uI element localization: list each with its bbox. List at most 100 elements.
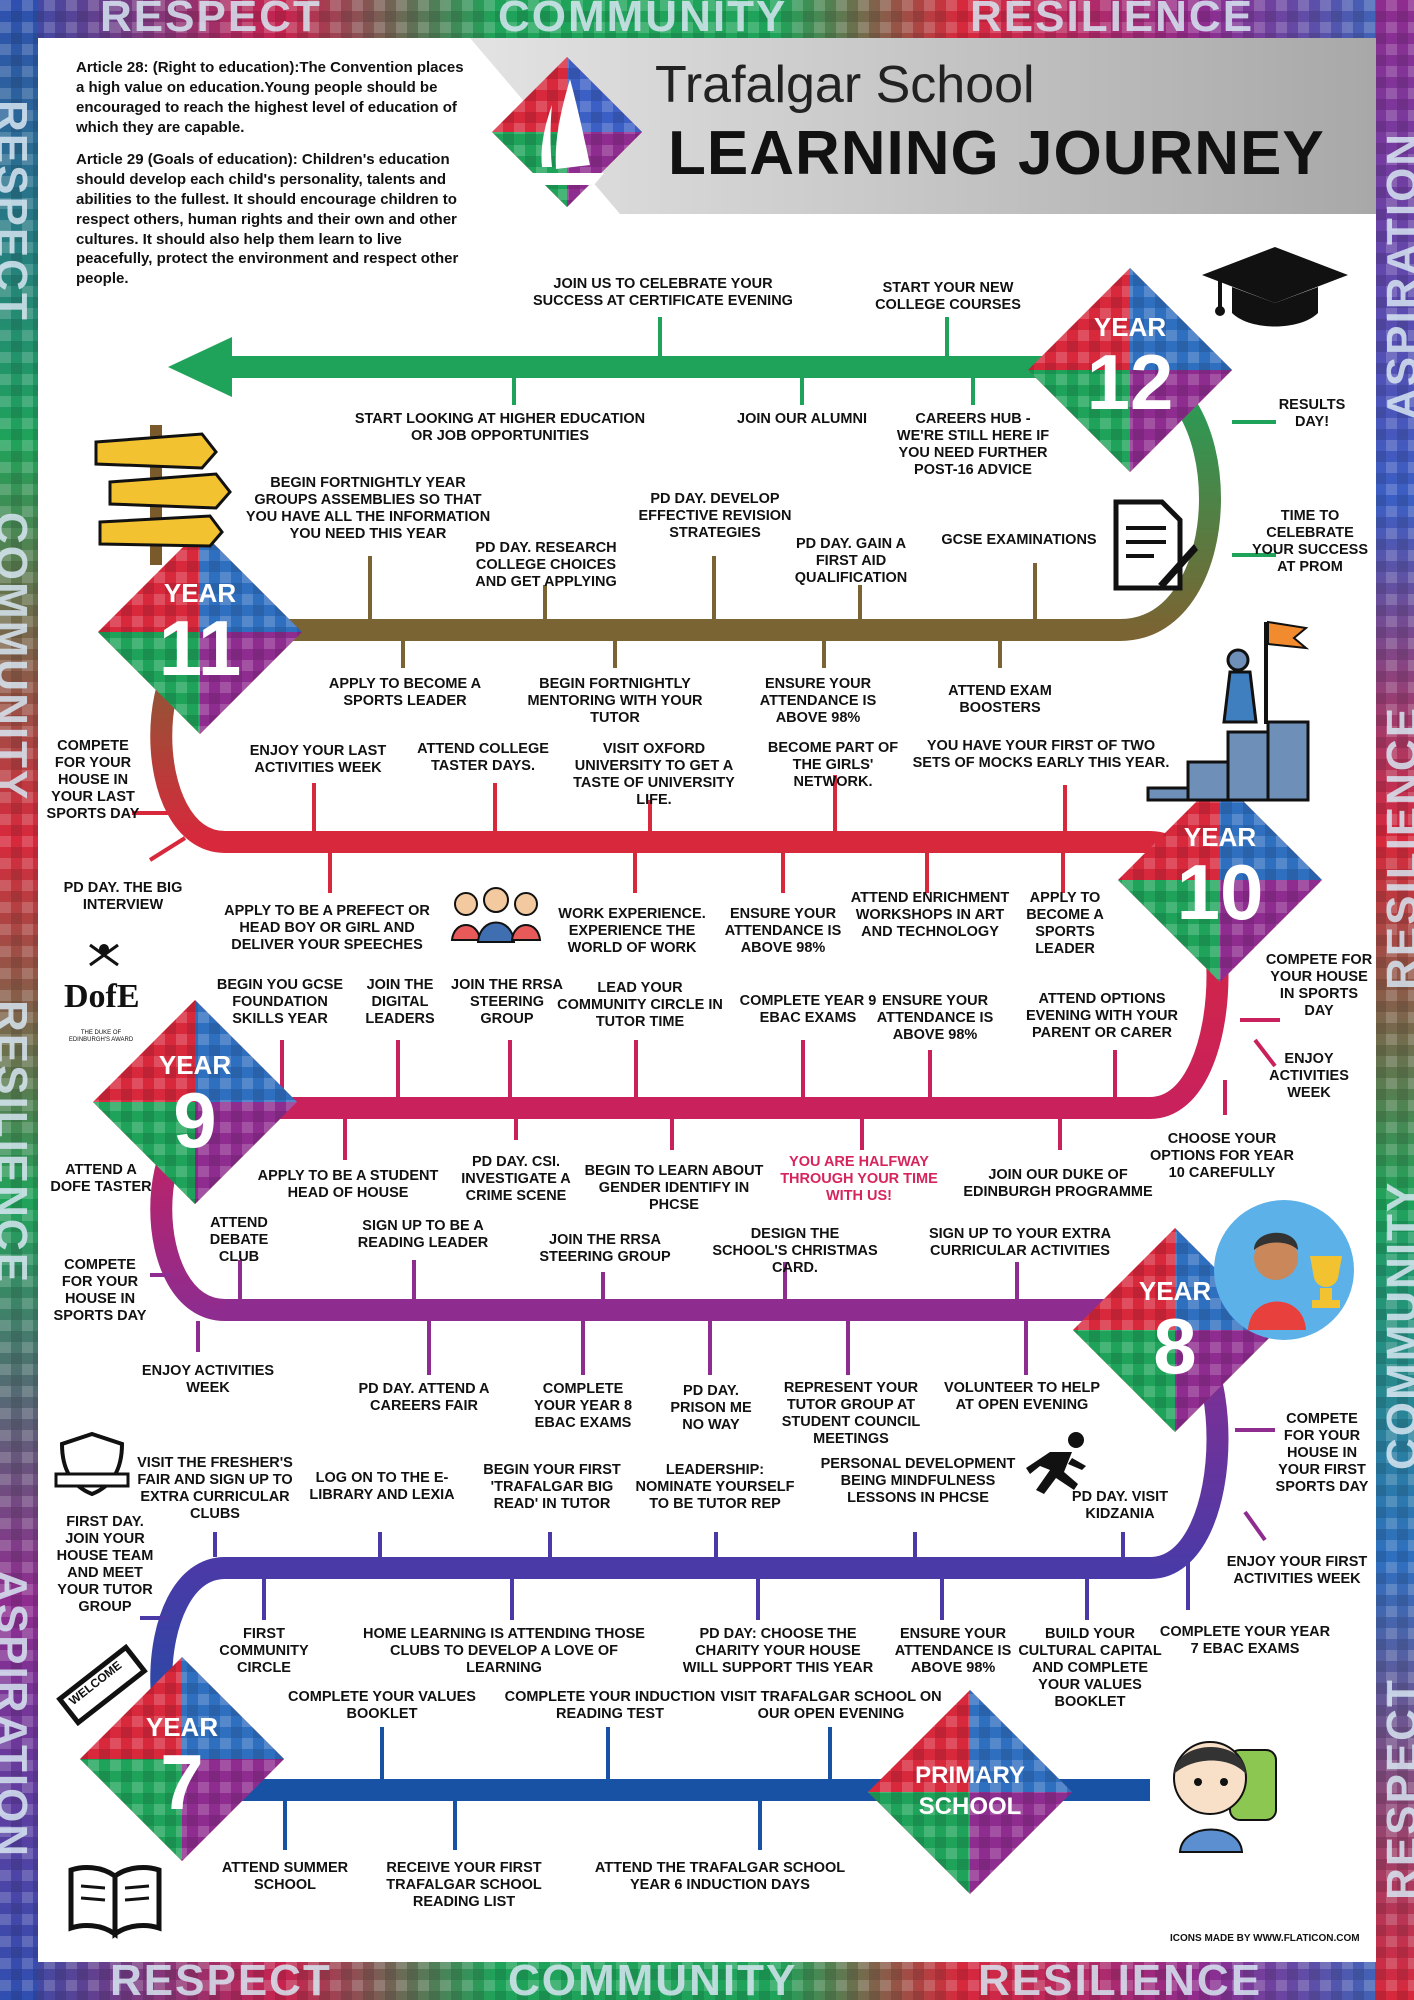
milestone-label: ENSURE YOUR ATTENDANCE IS ABOVE 98% bbox=[876, 993, 994, 1043]
milestone-label: ENSURE YOUR ATTENDANCE IS ABOVE 98% bbox=[759, 676, 877, 726]
graduation-cap-icon bbox=[1202, 247, 1348, 327]
milestone-label: PD DAY. PRISON ME NO WAY bbox=[670, 1383, 752, 1433]
year-11-badge bbox=[98, 530, 302, 734]
milestone-label: ENSURE YOUR ATTENDANCE IS ABOVE 98% bbox=[724, 906, 842, 956]
milestone-label: FIRST DAY. JOIN YOUR HOUSE TEAM AND MEET… bbox=[56, 1514, 154, 1615]
milestone-label: GCSE EXAMINATIONS bbox=[941, 532, 1097, 548]
milestone-label: APPLY TO BECOME A SPORTS LEADER bbox=[328, 676, 482, 709]
group-people-icon bbox=[450, 887, 542, 943]
year-12-badge bbox=[1028, 268, 1232, 472]
milestone-label: START YOUR NEW COLLEGE COURSES bbox=[875, 280, 1021, 313]
icon-credit: ICONS MADE BY WWW.FLATICON.COM bbox=[1170, 1933, 1360, 1944]
milestone-label: ATTEND OPTIONS EVENING WITH YOUR PARENT … bbox=[1026, 991, 1178, 1041]
milestone-label: HOME LEARNING IS ATTENDING THOSE CLUBS T… bbox=[363, 1626, 645, 1676]
milestone-label: SIGN UP TO YOUR EXTRA CURRICULAR ACTIVIT… bbox=[928, 1226, 1112, 1259]
milestone-label: VISIT OXFORD UNIVERSITY TO GET A TASTE O… bbox=[573, 741, 735, 808]
signpost-icon bbox=[94, 425, 232, 565]
student-backpack-icon bbox=[1173, 1741, 1277, 1853]
band-word: RESILIENCE bbox=[970, 0, 1255, 38]
milestone-label: PD DAY. THE BIG INTERVIEW bbox=[63, 880, 183, 913]
milestone-label: COMPLETE YOUR YEAR 8 EBAC EXAMS bbox=[533, 1381, 633, 1431]
milestone-label: ATTEND ENRICHMENT WORKSHOPS IN ART AND T… bbox=[850, 890, 1010, 940]
milestone-label: ENJOY YOUR LAST ACTIVITIES WEEK bbox=[249, 743, 387, 776]
milestone-label: JOIN THE DIGITAL LEADERS bbox=[365, 977, 435, 1027]
milestone-label: APPLY TO BE A PREFECT OR HEAD BOY OR GIR… bbox=[224, 903, 430, 953]
milestone-label: CAREERS HUB - WE'RE STILL HERE IF YOU NE… bbox=[896, 411, 1050, 478]
milestone-label: PD DAY. GAIN A FIRST AID QUALIFICATION bbox=[794, 536, 908, 586]
milestone-label: DESIGN THE SCHOOL'S CHRISTMAS CARD. bbox=[712, 1226, 878, 1276]
band-word: RESPECT bbox=[110, 1962, 332, 2000]
milestone-label: BEGIN FORTNIGHTLY YEAR GROUPS ASSEMBLIES… bbox=[245, 475, 491, 542]
milestone-label: COMPLETE YEAR 9 EBAC EXAMS bbox=[739, 993, 877, 1026]
milestone-label: BEGIN TO LEARN ABOUT GENDER IDENTIFY IN … bbox=[584, 1163, 764, 1213]
school-logo-icon bbox=[492, 57, 642, 207]
runner-icon bbox=[1026, 1432, 1086, 1494]
band-word: RESILIENCE bbox=[978, 1962, 1263, 2000]
milestone-label: FIRST COMMUNITY CIRCLE bbox=[219, 1626, 309, 1676]
milestone-label: JOIN THE RRSA STEERING GROUP bbox=[451, 977, 563, 1027]
milestone-label: BUILD YOUR CULTURAL CAPITAL AND COMPLETE… bbox=[1018, 1626, 1162, 1710]
year-10-badge bbox=[1118, 778, 1322, 982]
milestone-label: PD DAY. VISIT KIDZANIA bbox=[1071, 1489, 1169, 1522]
milestone-label: BEGIN YOU GCSE FOUNDATION SKILLS YEAR bbox=[216, 977, 344, 1027]
milestone-label: BEGIN FORTNIGHTLY MENTORING WITH YOUR TU… bbox=[527, 676, 703, 726]
milestone-label: PD DAY. RESEARCH COLLEGE CHOICES AND GET… bbox=[475, 540, 617, 590]
milestone-label: RECEIVE YOUR FIRST TRAFALGAR SCHOOL READ… bbox=[386, 1860, 542, 1910]
page-title: LEARNING JOURNEY bbox=[668, 119, 1325, 188]
school-name: Trafalgar School bbox=[655, 56, 1035, 114]
milestone-label: JOIN OUR DUKE OF EDINBURGH PROGRAMME bbox=[963, 1167, 1153, 1200]
dofe-logo bbox=[89, 943, 119, 967]
milestone-label: REPRESENT YOUR TUTOR GROUP AT STUDENT CO… bbox=[781, 1380, 921, 1447]
milestone-label: LEAD YOUR COMMUNITY CIRCLE IN TUTOR TIME bbox=[557, 980, 723, 1030]
milestone-label: RESULTS DAY! bbox=[1278, 397, 1346, 430]
milestone-label: COMPLETE YOUR INDUCTION READING TEST bbox=[504, 1689, 716, 1722]
milestone-label: VOLUNTEER TO HELP AT OPEN EVENING bbox=[943, 1380, 1101, 1413]
milestone-label: ATTEND THE TRAFALGAR SCHOOL YEAR 6 INDUC… bbox=[594, 1860, 846, 1893]
article-29: Article 29 (Goals of education): Childre… bbox=[76, 150, 459, 288]
milestone-label: JOIN US TO CELEBRATE YOUR SUCCESS AT CER… bbox=[533, 276, 793, 309]
halfway-callout: YOU ARE HALFWAY THROUGH YOUR TIME WITH U… bbox=[780, 1154, 938, 1204]
milestone-label: START LOOKING AT HIGHER EDUCATION OR JOB… bbox=[354, 411, 646, 444]
shield-icon bbox=[54, 1431, 130, 1497]
milestone-label: APPLY TO BE A STUDENT HEAD OF HOUSE bbox=[257, 1168, 439, 1201]
milestone-label: ENJOY ACTIVITIES WEEK bbox=[141, 1363, 275, 1396]
milestone-label: ENJOY ACTIVITIES WEEK bbox=[1269, 1051, 1349, 1101]
milestone-label: ATTEND SUMMER SCHOOL bbox=[221, 1860, 349, 1893]
milestone-label: BEGIN YOUR FIRST 'TRAFALGAR BIG READ' IN… bbox=[483, 1462, 621, 1512]
milestone-label: LOG ON TO THE E-LIBRARY AND LEXIA bbox=[309, 1470, 455, 1503]
milestone-label: COMPETE FOR YOUR HOUSE IN YOUR LAST SPOR… bbox=[46, 738, 140, 822]
milestone-label: CHOOSE YOUR OPTIONS FOR YEAR 10 CAREFULL… bbox=[1150, 1131, 1294, 1181]
values-band-bottom: RESPECT COMMUNITY RESILIENCE bbox=[0, 1962, 1414, 2000]
milestone-label: COMPLETE YOUR VALUES BOOKLET bbox=[288, 1689, 476, 1722]
milestone-label: BECOME PART OF THE GIRLS' NETWORK. bbox=[767, 740, 899, 790]
document-edit-icon bbox=[1113, 499, 1198, 591]
open-book-icon bbox=[68, 1865, 162, 1939]
article-28: Article 28: (Right to education):The Con… bbox=[76, 59, 464, 136]
milestone-label: ATTEND EXAM BOOSTERS bbox=[948, 683, 1052, 716]
milestone-label: ATTEND DEBATE CLUB bbox=[209, 1215, 269, 1265]
milestone-label: COMPETE FOR YOUR HOUSE IN SPORTS DAY bbox=[53, 1257, 147, 1324]
milestone-label: PERSONAL DEVELOPMENT BEING MINDFULNESS L… bbox=[820, 1456, 1016, 1506]
milestone-label: ENJOY YOUR FIRST ACTIVITIES WEEK bbox=[1226, 1554, 1368, 1587]
milestone-label: YOU HAVE YOUR FIRST OF TWO SETS OF MOCKS… bbox=[912, 738, 1170, 771]
band-word: COMMUNITY bbox=[508, 1962, 798, 2000]
year-9-badge bbox=[93, 1000, 297, 1204]
milestone-label: PD DAY: CHOOSE THE CHARITY YOUR HOUSE WI… bbox=[682, 1626, 874, 1676]
trophy-boy-icon bbox=[1214, 1200, 1354, 1340]
milestone-label: COMPETE FOR YOUR HOUSE IN YOUR FIRST SPO… bbox=[1275, 1411, 1369, 1495]
milestone-label: TIME TO CELEBRATE YOUR SUCCESS AT PROM bbox=[1251, 508, 1369, 575]
milestone-label: VISIT THE FRESHER'S FAIR AND SIGN UP TO … bbox=[137, 1455, 293, 1522]
values-band-top: RESPECT COMMUNITY RESILIENCE bbox=[0, 0, 1414, 38]
milestone-label: PD DAY. ATTEND A CAREERS FAIR bbox=[358, 1381, 490, 1414]
